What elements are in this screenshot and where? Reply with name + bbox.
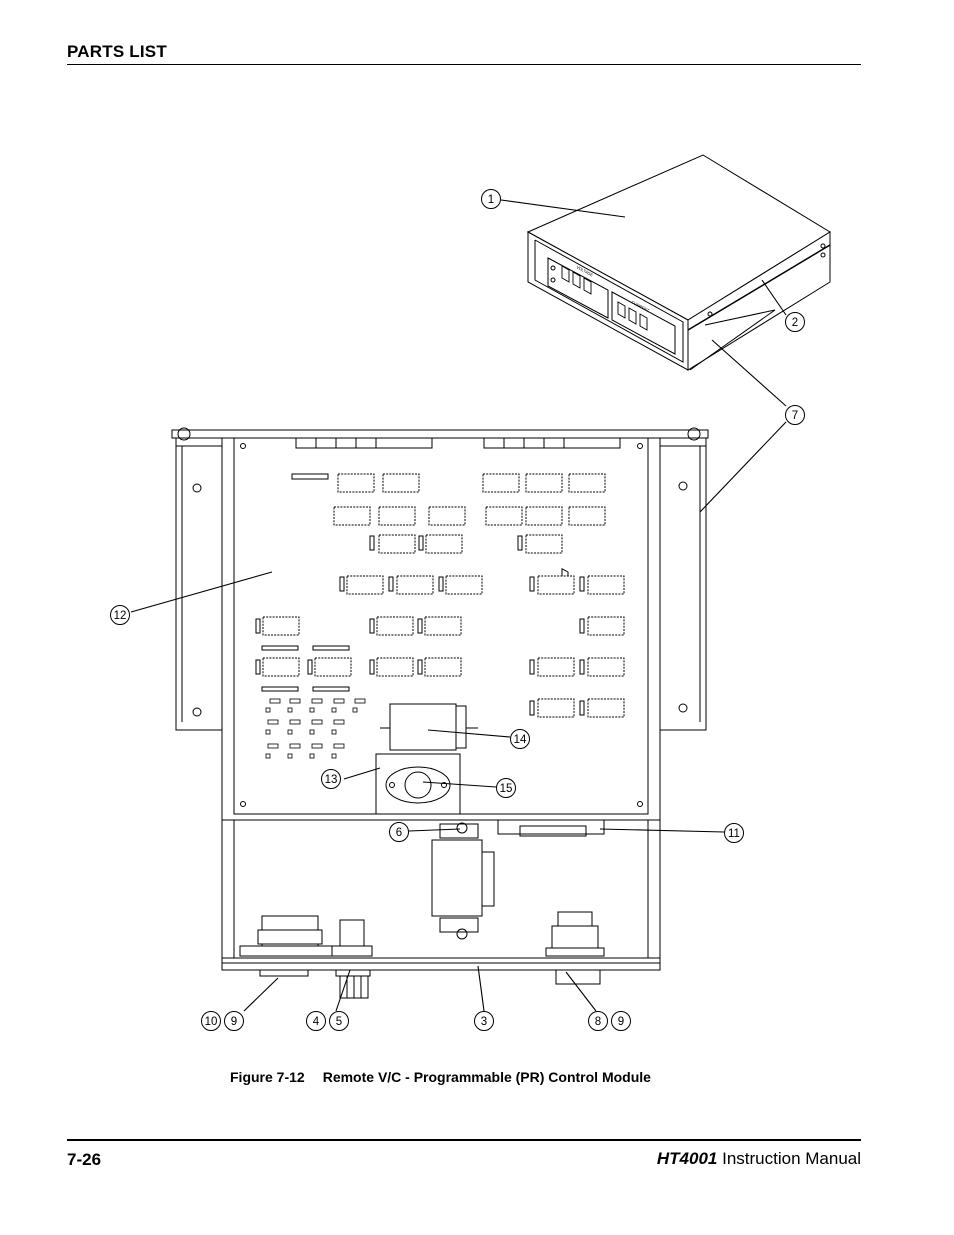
- callout-number: 9: [231, 1016, 237, 1028]
- callout-number: 3: [481, 1016, 487, 1028]
- footer-rule: [67, 1139, 861, 1141]
- page-number: 7-26: [67, 1150, 102, 1169]
- section-title: PARTS LIST: [67, 42, 167, 61]
- chassis-drawing: [171, 427, 709, 999]
- callout-number: 4: [313, 1016, 320, 1028]
- figure-number: Figure 7-12: [230, 1069, 305, 1085]
- callout-number: 6: [396, 827, 402, 839]
- callout-number: 2: [792, 317, 798, 329]
- manual-label: Instruction Manual: [722, 1149, 861, 1168]
- callout-number: 7: [792, 410, 798, 422]
- callout-number: 13: [325, 774, 338, 786]
- callout-number: 14: [514, 734, 527, 746]
- model-name: HT4001: [656, 1149, 718, 1168]
- manual-title: HT4001 Instruction Manual: [657, 1149, 861, 1169]
- callout-number: 1: [488, 194, 494, 206]
- figure-caption: Figure 7-12 Remote V/C - Programmable (PR…: [230, 1069, 651, 1085]
- callout-number: 11: [728, 828, 740, 840]
- callout-circles: [110, 189, 805, 1031]
- enclosure-drawing: [526, 154, 831, 585]
- header-rule: [67, 64, 861, 65]
- callout-leaders: [130, 199, 787, 1012]
- callout-number: 9: [618, 1016, 624, 1028]
- callout-number: 10: [205, 1016, 218, 1028]
- callout-number: 8: [595, 1016, 601, 1028]
- callout-number: 15: [500, 783, 513, 795]
- callout-number: 5: [336, 1016, 342, 1028]
- callout-number: 12: [114, 610, 127, 622]
- figure-title: Remote V/C - Programmable (PR) Control M…: [322, 1069, 651, 1085]
